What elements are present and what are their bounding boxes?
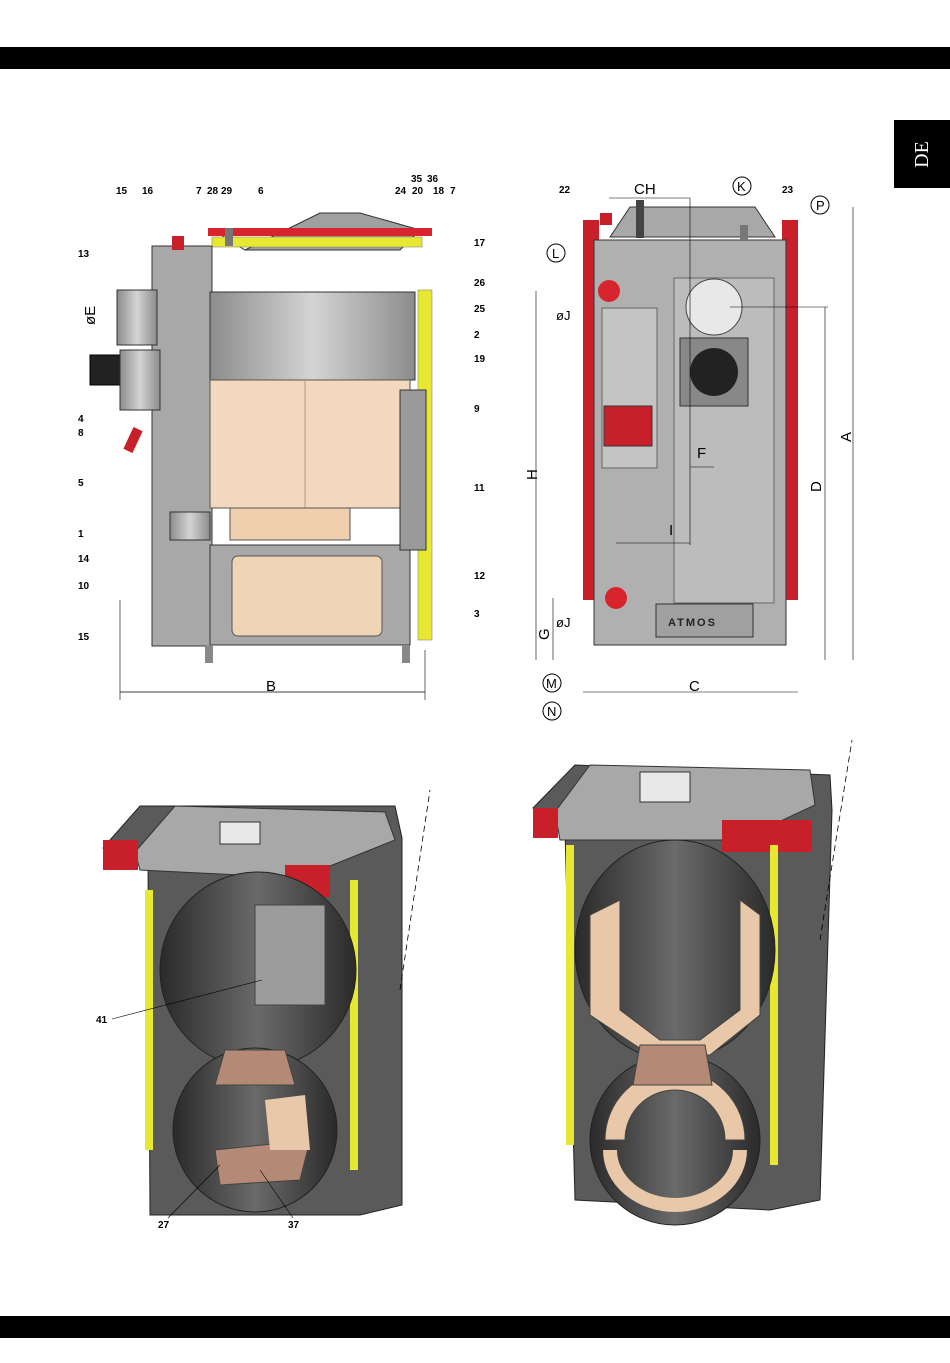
side-part-label: 9: [474, 404, 480, 415]
front-view: ATMOS CH H A D F I G C øJ øJ K L P M: [524, 177, 855, 720]
dim-ch: CH: [634, 181, 656, 198]
part-27: 27: [158, 1220, 170, 1231]
label-p: P: [816, 198, 825, 213]
side-part-label: 5: [78, 478, 84, 489]
side-part-label: 17: [474, 238, 486, 249]
side-part-label: 18: [433, 186, 445, 197]
side-part-label: 7: [196, 186, 202, 197]
dim-i: I: [669, 522, 673, 539]
front-outlet-top: [598, 280, 620, 302]
front-fan: [690, 348, 738, 396]
front-controller-red: [604, 406, 652, 446]
dim-f: F: [697, 445, 706, 462]
part-22: 22: [559, 185, 571, 196]
dim-b: B: [266, 678, 276, 695]
label-m: M: [546, 676, 557, 691]
dim-a: A: [838, 432, 855, 442]
side-red-lever: [123, 427, 142, 453]
side-ceramic-chamber: [232, 556, 382, 636]
dim-h: H: [524, 469, 541, 480]
dim-j-top: øJ: [556, 308, 570, 323]
side-part-label: 15: [116, 186, 128, 197]
side-top-insulation: [208, 228, 432, 236]
side-part-label: 28: [207, 186, 219, 197]
side-part-label: 36: [427, 174, 439, 185]
cutaway-right-view: [533, 740, 852, 1225]
side-part-label: 19: [474, 354, 486, 365]
dim-c: C: [689, 678, 700, 695]
side-part-label: 26: [474, 278, 486, 289]
side-lower-pipe: [170, 512, 210, 540]
cutaway-left-nozzle: [215, 1050, 295, 1085]
dim-j-bottom: øJ: [556, 615, 570, 630]
side-part-label: 25: [474, 304, 486, 315]
side-flue-pipe: [117, 290, 157, 345]
side-upper-chamber: [210, 292, 415, 380]
cutaway-left-fuel-plate: [255, 905, 325, 1005]
side-fuel-chamber: [210, 380, 410, 508]
side-part-label: 11: [474, 483, 485, 494]
brand-atmos: ATMOS: [668, 617, 717, 629]
dim-e: øE: [82, 306, 99, 325]
side-fan-housing: [120, 350, 160, 410]
side-part-label: 13: [78, 249, 90, 260]
side-part-label: 16: [142, 186, 154, 197]
part-41: 41: [96, 1015, 108, 1026]
side-part-label: 14: [78, 554, 90, 565]
dim-d: D: [808, 481, 825, 492]
cutaway-left-display: [220, 822, 260, 844]
side-top-yellow: [212, 237, 422, 247]
side-part-label: 7: [450, 186, 456, 197]
label-l: L: [552, 246, 559, 261]
side-part-label: 29: [221, 186, 233, 197]
side-front-door: [400, 390, 426, 550]
side-part-label: 10: [78, 581, 90, 592]
label-k: K: [737, 179, 746, 194]
side-part-label: 24: [395, 186, 407, 197]
cutaway-left-view: 41 27 37: [96, 790, 430, 1231]
side-part-label: 12: [474, 571, 486, 582]
dim-g: G: [536, 628, 553, 640]
side-part-label: 20: [412, 186, 424, 197]
label-n: N: [547, 704, 556, 719]
side-part-label: 1: [78, 529, 84, 540]
side-rear-frame: [152, 246, 212, 646]
side-part-label: 6: [258, 186, 264, 197]
side-part-label: 35: [411, 174, 423, 185]
part-23: 23: [782, 185, 794, 196]
front-top-cover: [610, 207, 775, 237]
front-outlet-bottom: [605, 587, 627, 609]
side-part-label: 8: [78, 428, 84, 439]
side-nozzle: [230, 508, 350, 540]
part-37: 37: [288, 1220, 300, 1231]
side-part-label: 4: [78, 414, 84, 425]
side-part-label: 2: [474, 330, 480, 341]
side-part-label: 3: [474, 609, 480, 620]
cutaway-right-display: [640, 772, 690, 802]
side-part-label: 15: [78, 632, 90, 643]
